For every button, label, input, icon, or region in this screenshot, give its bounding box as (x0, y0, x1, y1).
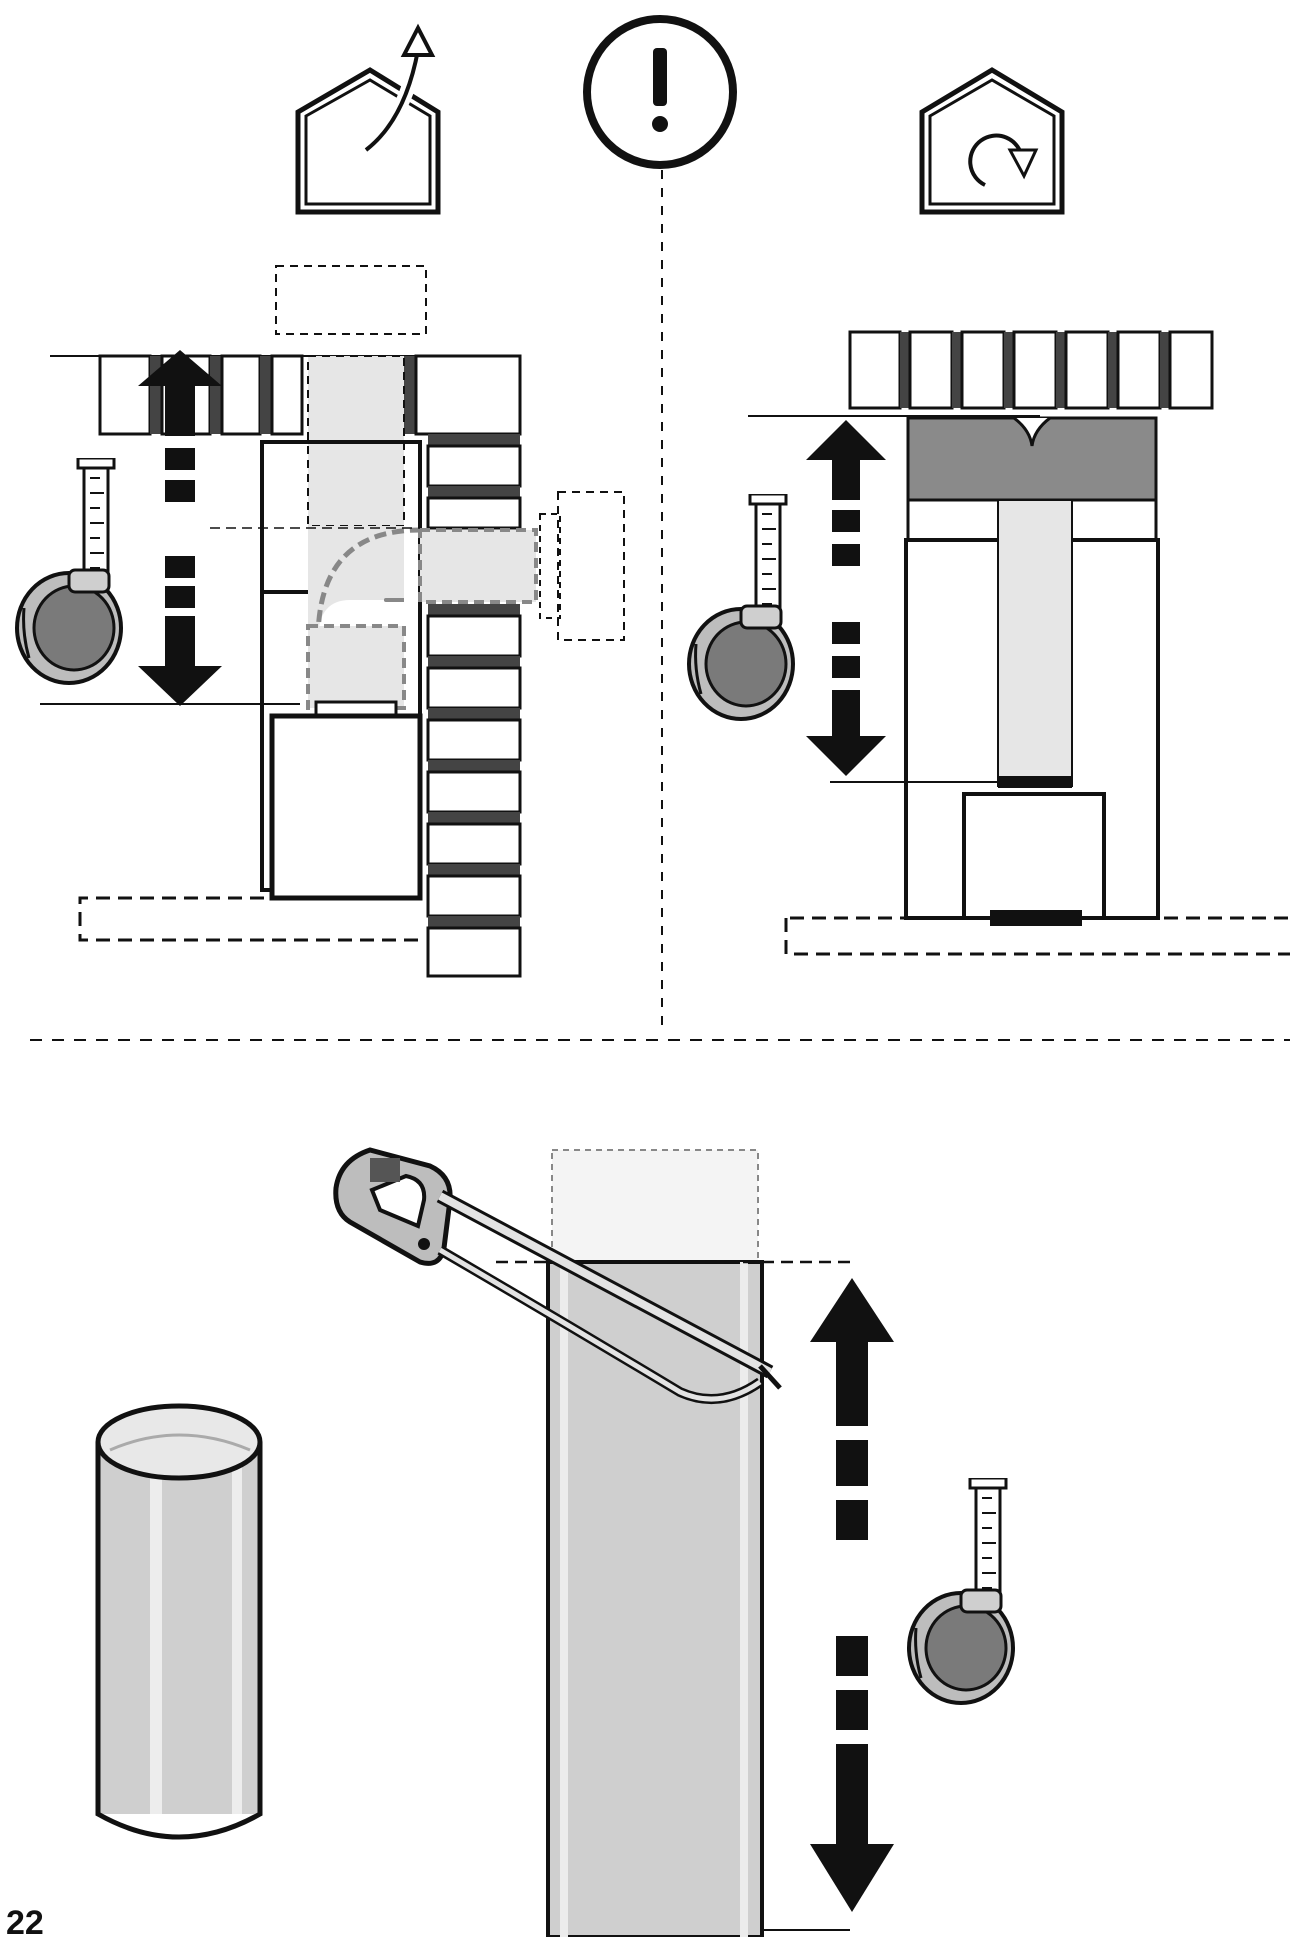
page-number: 22 (6, 1904, 44, 1942)
measure-height-arrow (138, 350, 222, 706)
tape-measure-icon (15, 458, 123, 685)
wall-bricks (426, 434, 522, 978)
measure-length-arrow (810, 1278, 894, 1912)
cut-duct-panel (95, 1147, 1015, 1937)
measure-height-arrow-right (806, 420, 886, 776)
tape-measure-icon-bottom (907, 1478, 1015, 1705)
duct-tube (95, 1403, 263, 1840)
exhaust-mode-panel (15, 265, 625, 978)
tape-measure-icon-right (687, 494, 795, 721)
exclamation-warning-icon (583, 15, 737, 169)
hacksaw-icon (333, 1147, 782, 1405)
ceiling-bricks-right (848, 330, 1214, 410)
exhaust-air-house-icon (295, 23, 441, 215)
circulation-mode-panel (687, 330, 1290, 956)
recirculation-house-icon (919, 67, 1065, 215)
